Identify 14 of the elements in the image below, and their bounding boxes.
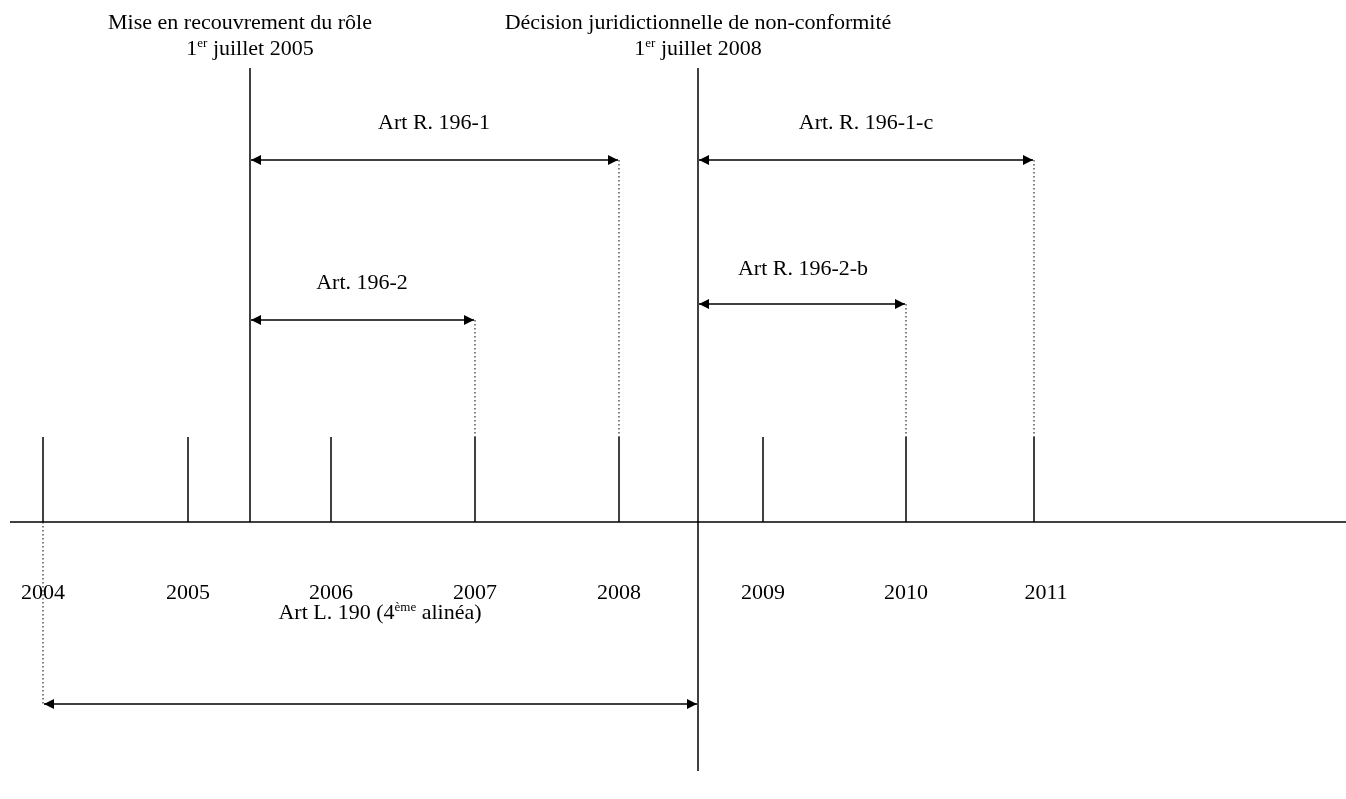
year-label: 2005 — [166, 580, 210, 604]
year-label: 2009 — [741, 580, 785, 604]
period-label: Art. 196-2 — [316, 270, 408, 294]
year-label: 2004 — [21, 580, 65, 604]
period-label: Art R. 196-2-b — [737, 256, 869, 280]
period-label: Art R. 196-1 — [378, 110, 490, 134]
period-label: Art. R. 196-1-c — [798, 110, 934, 134]
event-date: 1$^{er}$ juillet 2008 — [634, 36, 762, 60]
year-label: 2011 — [1024, 580, 1068, 604]
event-label: Décision juridictionnelle de non-conformité — [504, 10, 892, 34]
event-date: 1$^{er}$ juillet 2005 — [186, 36, 314, 60]
year-label: 2008 — [597, 580, 641, 604]
event-label: Mise en recouvrement du rôle — [108, 10, 372, 34]
year-label: 2010 — [884, 580, 928, 604]
